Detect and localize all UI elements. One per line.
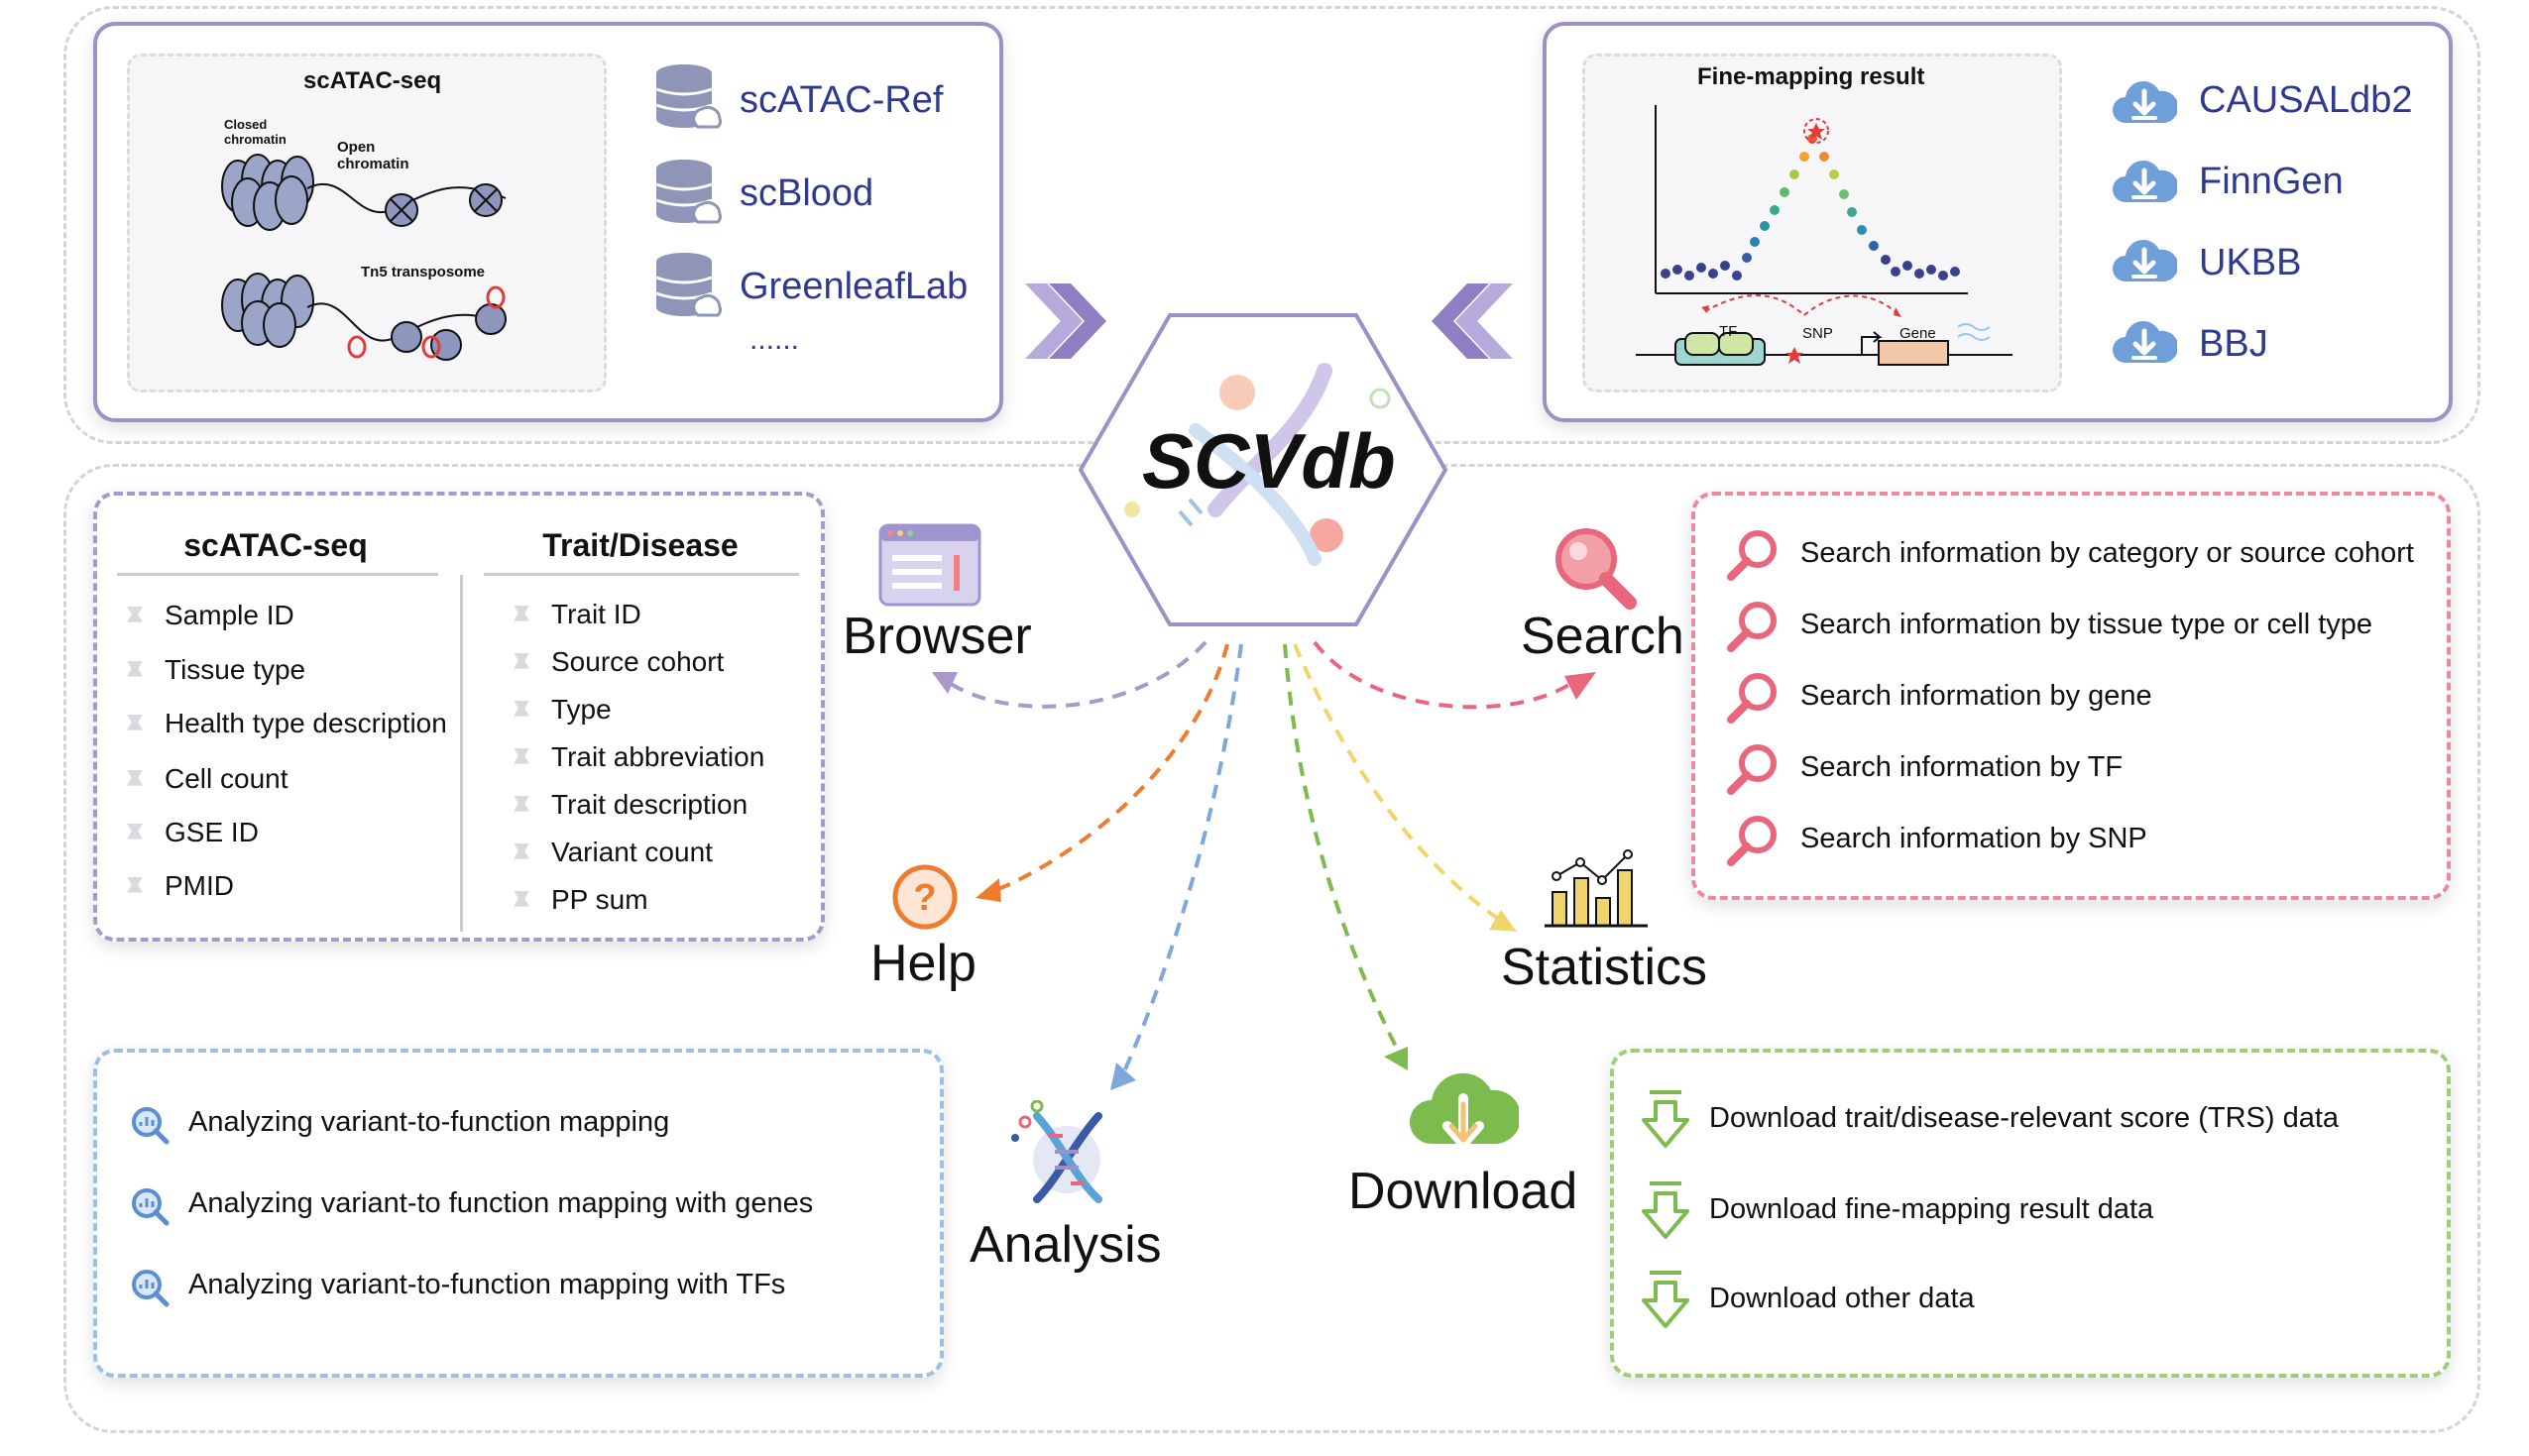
statistics-label[interactable]: Statistics	[1501, 939, 1708, 996]
source-bbj[interactable]: BBJ	[2199, 323, 2268, 365]
source-finngen[interactable]: FinnGen	[2199, 161, 2344, 202]
analysis-magnifier-icon	[132, 1107, 170, 1145]
analysis-magnifier-icon	[132, 1188, 170, 1226]
cloud-download-icon	[2113, 321, 2177, 363]
scatac-column-header: scATAC-seq	[183, 527, 368, 563]
database-icon	[655, 64, 722, 129]
trait-header-underline	[484, 573, 799, 576]
database-icon	[655, 253, 722, 317]
browser-label[interactable]: Browser	[843, 608, 1032, 665]
source-ukbb[interactable]: UKBB	[2199, 242, 2302, 283]
search-label[interactable]: Search	[1521, 608, 1684, 665]
cloud-download-icon	[2113, 240, 2177, 281]
analysis-option[interactable]: Analyzing variant-to function mapping wi…	[188, 1187, 814, 1219]
field-item: Tissue type	[127, 654, 305, 686]
source-scblood[interactable]: scBlood	[740, 172, 874, 214]
search-icon	[1727, 816, 1777, 866]
scatac-illustration-title: scATAC-seq	[303, 67, 442, 94]
download-options-box	[1610, 1049, 2451, 1378]
cloud-download-module-icon[interactable]	[1408, 1064, 1519, 1160]
download-option[interactable]: Download other data	[1709, 1283, 1975, 1314]
database-icon	[655, 160, 722, 224]
open-chromatin-label: Open chromatin	[337, 139, 409, 172]
field-item: GSE ID	[127, 817, 259, 848]
finemapping-illustration-panel	[1582, 54, 2062, 392]
cloud-download-icon	[2113, 81, 2177, 123]
snp-label: SNP	[1802, 325, 1833, 342]
download-option[interactable]: Download trait/disease-relevant score (T…	[1709, 1102, 2340, 1134]
chevron-right-icon	[1025, 283, 1106, 359]
finemapping-illustration-title: Fine-mapping result	[1697, 63, 1925, 90]
analysis-options-box	[93, 1049, 944, 1378]
search-module-icon[interactable]	[1551, 523, 1640, 613]
analysis-label[interactable]: Analysis	[970, 1216, 1162, 1274]
column-divider	[460, 575, 463, 932]
field-item: PP sum	[514, 884, 648, 916]
field-item: Health type description	[127, 708, 447, 739]
scvdb-title: SCVdb	[1142, 417, 1396, 504]
chevron-left-icon	[1432, 283, 1513, 359]
statistics-icon[interactable]	[1543, 848, 1652, 932]
source-greenleaflab[interactable]: GreenleafLab	[740, 266, 969, 307]
source-causaldb2[interactable]: CAUSALdb2	[2199, 79, 2413, 121]
dna-analysis-icon[interactable]	[1007, 1100, 1126, 1219]
browser-fields-box	[93, 492, 825, 942]
field-item: Sample ID	[127, 600, 294, 631]
field-item: Trait ID	[514, 599, 641, 630]
closed-chromatin-label: Closed chromatin	[224, 117, 287, 147]
search-icon	[1727, 530, 1777, 581]
field-item: Type	[514, 694, 612, 726]
field-item: Trait description	[514, 789, 747, 821]
search-options-box	[1691, 492, 2451, 900]
tn5-label: Tn5 transposome	[361, 264, 486, 280]
browser-window-icon[interactable]	[878, 523, 981, 607]
search-option[interactable]: Search information by gene	[1800, 680, 2152, 712]
download-arrow-icon	[1642, 1090, 1689, 1148]
cloud-download-icon	[2113, 161, 2177, 202]
download-arrow-icon	[1642, 1181, 1689, 1239]
source-scatac-ref[interactable]: scATAC-Ref	[740, 79, 944, 121]
search-icon	[1727, 744, 1777, 795]
scatac-illustration	[221, 154, 507, 361]
field-item: Cell count	[127, 763, 288, 795]
download-label[interactable]: Download	[1348, 1163, 1578, 1220]
gene-label: Gene	[1899, 325, 1936, 342]
finemapping-illustration	[1636, 105, 2012, 366]
field-item: PMID	[127, 870, 234, 902]
more-sources: ......	[749, 323, 800, 356]
scatac-header-underline	[117, 573, 438, 576]
tf-label: TF	[1719, 323, 1738, 340]
download-arrow-icon	[1642, 1271, 1689, 1328]
search-option[interactable]: Search information by TF	[1800, 751, 2124, 783]
field-item: Source cohort	[514, 646, 724, 678]
search-icon	[1727, 673, 1777, 724]
help-icon[interactable]: ?	[890, 862, 960, 932]
help-label[interactable]: Help	[870, 935, 977, 992]
search-option[interactable]: Search information by category or source…	[1800, 537, 2414, 569]
field-item: Trait abbreviation	[514, 741, 764, 773]
analysis-magnifier-icon	[132, 1270, 170, 1307]
search-option[interactable]: Search information by SNP	[1800, 823, 2147, 854]
analysis-option[interactable]: Analyzing variant-to-function mapping	[188, 1106, 670, 1138]
svg-text:?: ?	[913, 877, 936, 919]
field-item: Variant count	[514, 837, 713, 868]
download-option[interactable]: Download fine-mapping result data	[1709, 1193, 2154, 1225]
analysis-option[interactable]: Analyzing variant-to-function mapping wi…	[188, 1269, 786, 1300]
scvdb-hexagon	[1078, 313, 1448, 626]
search-option[interactable]: Search information by tissue type or cel…	[1800, 609, 2373, 640]
trait-column-header: Trait/Disease	[542, 527, 739, 563]
search-icon	[1727, 602, 1777, 652]
